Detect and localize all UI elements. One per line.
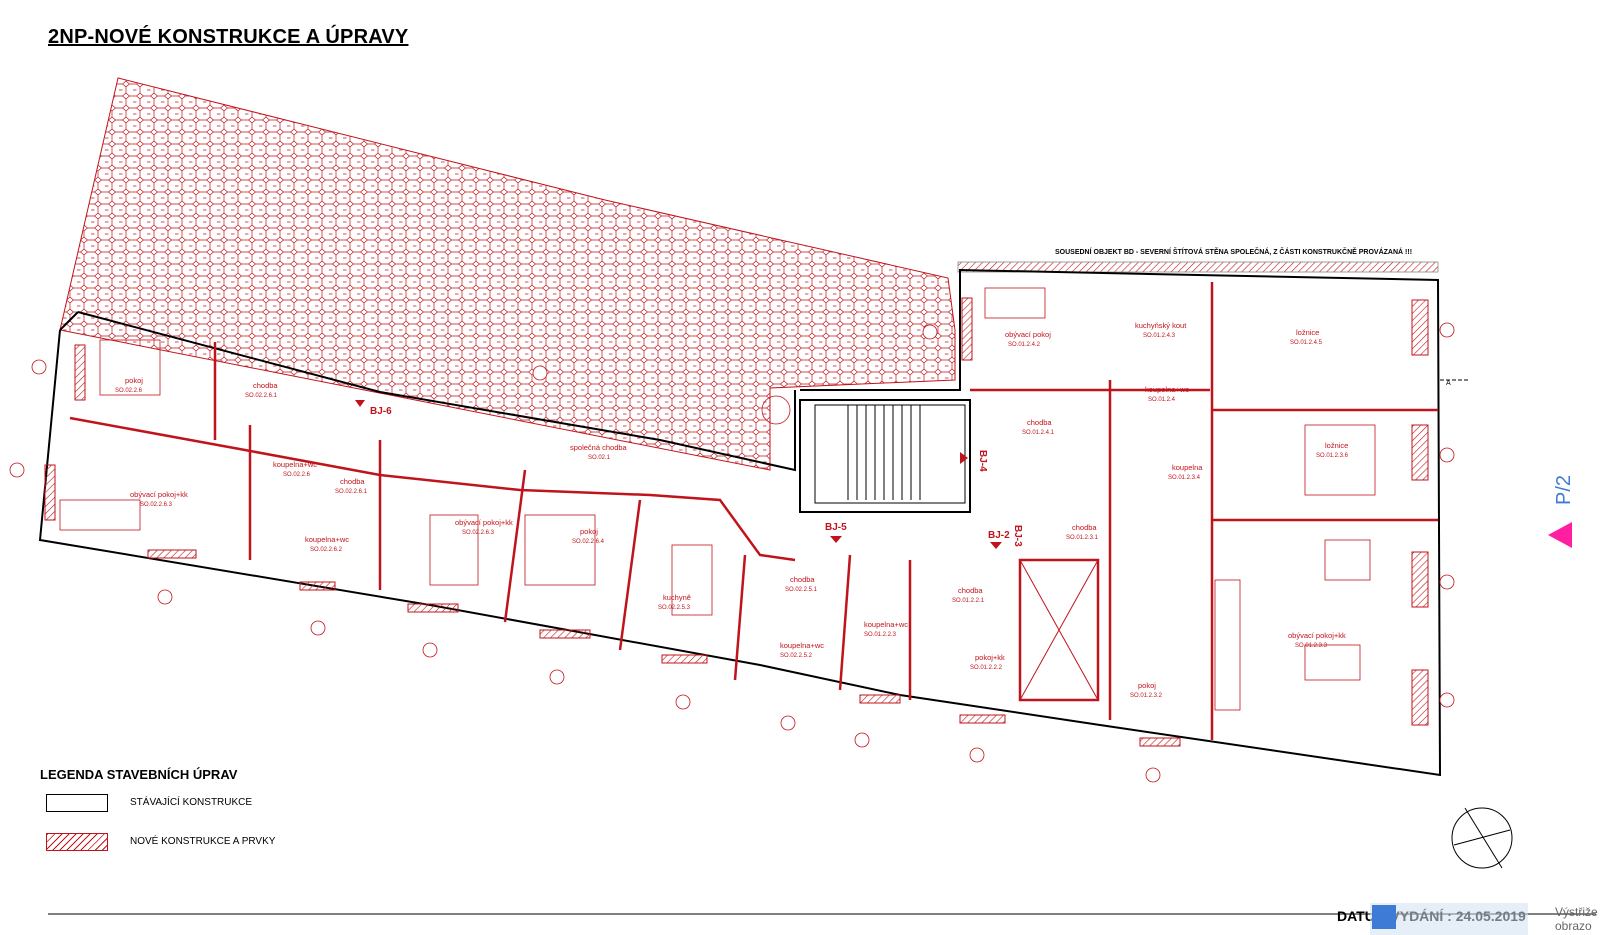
neighbor-note: SOUSEDNÍ OBJEKT BD - SEVERNÍ ŠTÍTOVÁ STĚ… <box>1055 247 1412 256</box>
room-code: SO.01.2.3.6 <box>1316 453 1349 459</box>
section-arrow-icon <box>1548 522 1572 548</box>
legend-label-new: NOVÉ KONSTRUKCE A PRVKY <box>130 836 276 847</box>
new-walls <box>69 282 1438 740</box>
room-name: koupelna <box>1172 463 1203 472</box>
room-code: SO.01.2.3.3 <box>1295 643 1328 649</box>
room-code: SO.02.2.6.1 <box>335 489 368 495</box>
windows <box>44 297 1429 747</box>
unit-markers: BJ-6 BJ-5 BJ-4 BJ-2 BJ-3 <box>355 400 1023 549</box>
room-name: obývací pokoj+kk <box>130 490 188 499</box>
room-code: SO.02.2.6.2 <box>310 547 343 553</box>
room-name: pokoj <box>1138 681 1156 690</box>
room-name: pokoj+kk <box>975 653 1005 662</box>
legend-swatch-new <box>46 833 108 851</box>
room-code: SO.02.2.6.3 <box>140 502 173 508</box>
unit-bj4: BJ-4 <box>977 450 988 472</box>
room-code: SO.01.2.3.2 <box>1130 693 1163 699</box>
north-arrow-icon <box>1451 807 1513 869</box>
courtyard-paving <box>59 77 956 471</box>
section-marker: P/2 <box>1553 475 1575 505</box>
room-name: obývací pokoj+kk <box>455 518 513 527</box>
room-code: SO.02.1 <box>588 455 611 461</box>
snip-line-2: obrazo <box>1555 919 1592 933</box>
room-code: SO.02.2.5.1 <box>785 587 818 593</box>
room-code: SO.02.2.5.3 <box>658 605 691 611</box>
legend-title: LEGENDA STAVEBNÍCH ÚPRAV <box>40 767 238 782</box>
room-name: koupelna+wc <box>780 641 824 650</box>
room-code: SO.01.2.4.1 <box>1022 430 1055 436</box>
room-name: kuchyně <box>663 593 691 602</box>
room-code: SO.02.2.6.4 <box>572 539 605 545</box>
room-code: SO.01.2.2.2 <box>970 665 1003 671</box>
room-name: ložnice <box>1325 441 1348 450</box>
room-code: SO.01.2.2.3 <box>864 632 897 638</box>
snipping-toast-text[interactable]: Výstřiže obrazo <box>1555 905 1598 933</box>
room-name: chodba <box>340 477 365 486</box>
room-code: SO.01.2.4 <box>1148 397 1176 403</box>
unit-bj3: BJ-3 <box>1012 525 1023 547</box>
room-name: chodba <box>1027 418 1052 427</box>
room-code: SO.01.2.2.1 <box>952 598 985 604</box>
room-code: SO.02.2.6.3 <box>462 530 495 536</box>
room-name: chodba <box>253 381 278 390</box>
room-name: obývací pokoj <box>1005 330 1051 339</box>
staircase <box>799 399 971 513</box>
room-name: společná chodba <box>570 443 628 452</box>
room-name: chodba <box>1072 523 1097 532</box>
legend-label-existing: STÁVAJÍCÍ KONSTRUKCE <box>130 797 253 808</box>
room-name: koupelna+wc <box>305 535 349 544</box>
unit-bj5: BJ-5 <box>825 522 847 533</box>
room-name: ložnice <box>1296 328 1319 337</box>
room-name: koupelna+wc <box>1145 385 1189 394</box>
neighbor-wall <box>957 261 1439 273</box>
room-labels: pokoj SO.02.2.6 chodba SO.02.2.6.1 obýva… <box>115 321 1349 699</box>
section-marks: A P/2 <box>1440 379 1575 548</box>
snipping-tool-icon[interactable] <box>1372 905 1396 929</box>
room-name: chodba <box>790 575 815 584</box>
room-code: SO.01.2.4.3 <box>1143 333 1176 339</box>
room-code: SO.01.2.4.5 <box>1290 340 1323 346</box>
room-name: obývací pokoj+kk <box>1288 631 1346 640</box>
snip-line-1: Výstřiže <box>1555 905 1598 919</box>
unit-bj2: BJ-2 <box>988 530 1010 541</box>
room-code: SO.02.2.6 <box>115 388 143 394</box>
room-name: pokoj <box>580 527 598 536</box>
room-code: SO.02.2.5.2 <box>780 653 813 659</box>
room-name: chodba <box>958 586 983 595</box>
room-code: SO.01.2.3.4 <box>1168 475 1201 481</box>
room-code: SO.01.2.4.2 <box>1008 342 1041 348</box>
page-title: 2NP-NOVÉ KONSTRUKCE A ÚPRAVY <box>48 26 409 48</box>
unit-bj6: BJ-6 <box>370 406 392 417</box>
section-a-label: A <box>1446 380 1451 387</box>
room-name: koupelna+wc <box>864 620 908 629</box>
axis-markers <box>9 322 1455 783</box>
room-name: kuchyňský kout <box>1135 321 1187 330</box>
snipping-toast[interactable] <box>1370 903 1528 935</box>
room-name: pokoj <box>125 376 143 385</box>
legend-swatch-existing <box>46 794 108 812</box>
room-name: koupelna+wc <box>273 460 317 469</box>
room-code: SO.02.2.6.1 <box>245 393 278 399</box>
furniture <box>59 287 1376 711</box>
room-code: SO.01.2.3.1 <box>1066 535 1099 541</box>
room-code: SO.02.2.6 <box>283 472 311 478</box>
